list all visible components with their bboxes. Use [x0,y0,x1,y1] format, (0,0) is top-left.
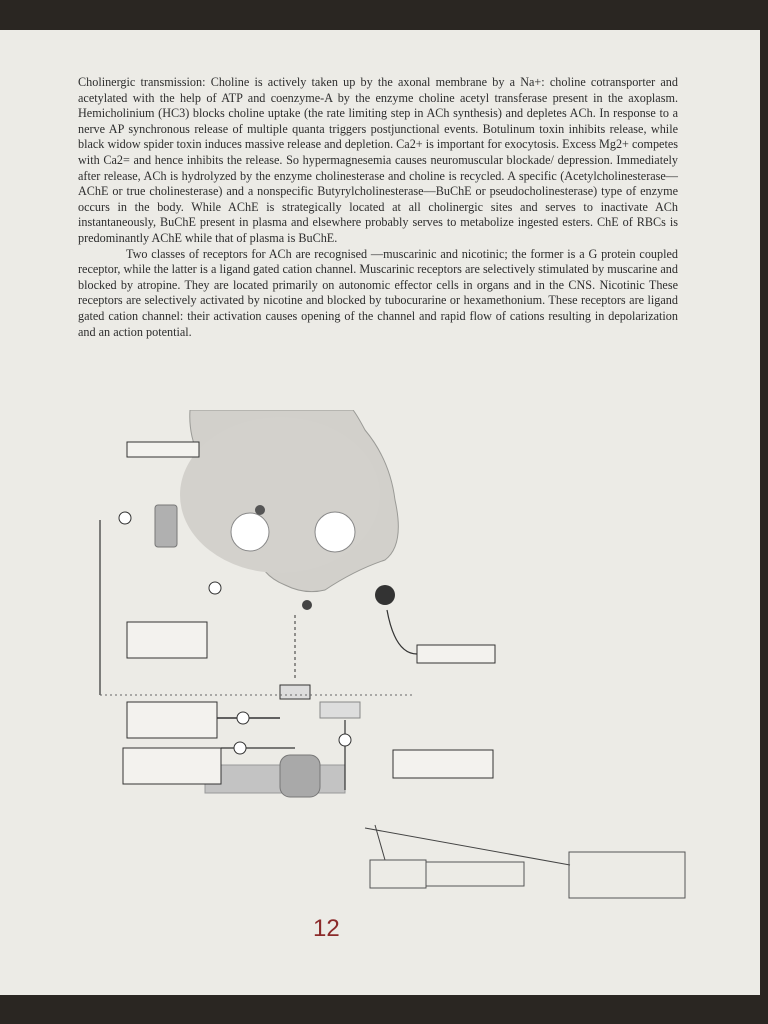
presynaptic-nicotinic-receptor [154,504,178,548]
inhibit-symbol [338,733,352,747]
blocked-note-box [568,851,686,899]
axoplasm [180,417,380,573]
stimulate-symbol [233,741,247,755]
presynaptic-toxins-box [126,621,208,659]
ache-box [319,701,361,719]
paragraph-1: Cholinergic transmission: Choline is act… [78,75,678,245]
hemicholinium-box [416,644,496,664]
page-number: 12 [313,915,340,942]
anticholinesterases-box [392,749,494,779]
empty-vesicle [314,511,356,553]
body-text: Cholinergic transmission: Choline is act… [78,75,678,340]
postsynaptic-receptor [279,754,321,798]
choline-carrier [375,585,395,605]
vesicle [230,512,270,552]
muscarinic-label-box [425,861,525,887]
vesamicol-box [126,441,200,458]
cholinergic-synapse-diagram [99,410,686,899]
note-leader [364,827,571,866]
postsynaptic-membrane [204,764,346,794]
hemicholinium-line [386,609,418,655]
docked-vesicle [302,600,312,610]
depolarising-box [122,747,222,785]
ach-carrier [255,505,265,515]
handwritten-notes [364,824,686,899]
ach-box [279,684,311,700]
note-leader [374,824,386,861]
muscarinic-symbol-box [369,859,427,889]
paragraph-2: Two classes of receptors for ACh are rec… [78,246,678,339]
non-depolarising-box [126,701,218,739]
inhibit-symbol [118,511,132,525]
inhibit-symbol [236,711,250,725]
inhibit-symbol [208,581,222,595]
